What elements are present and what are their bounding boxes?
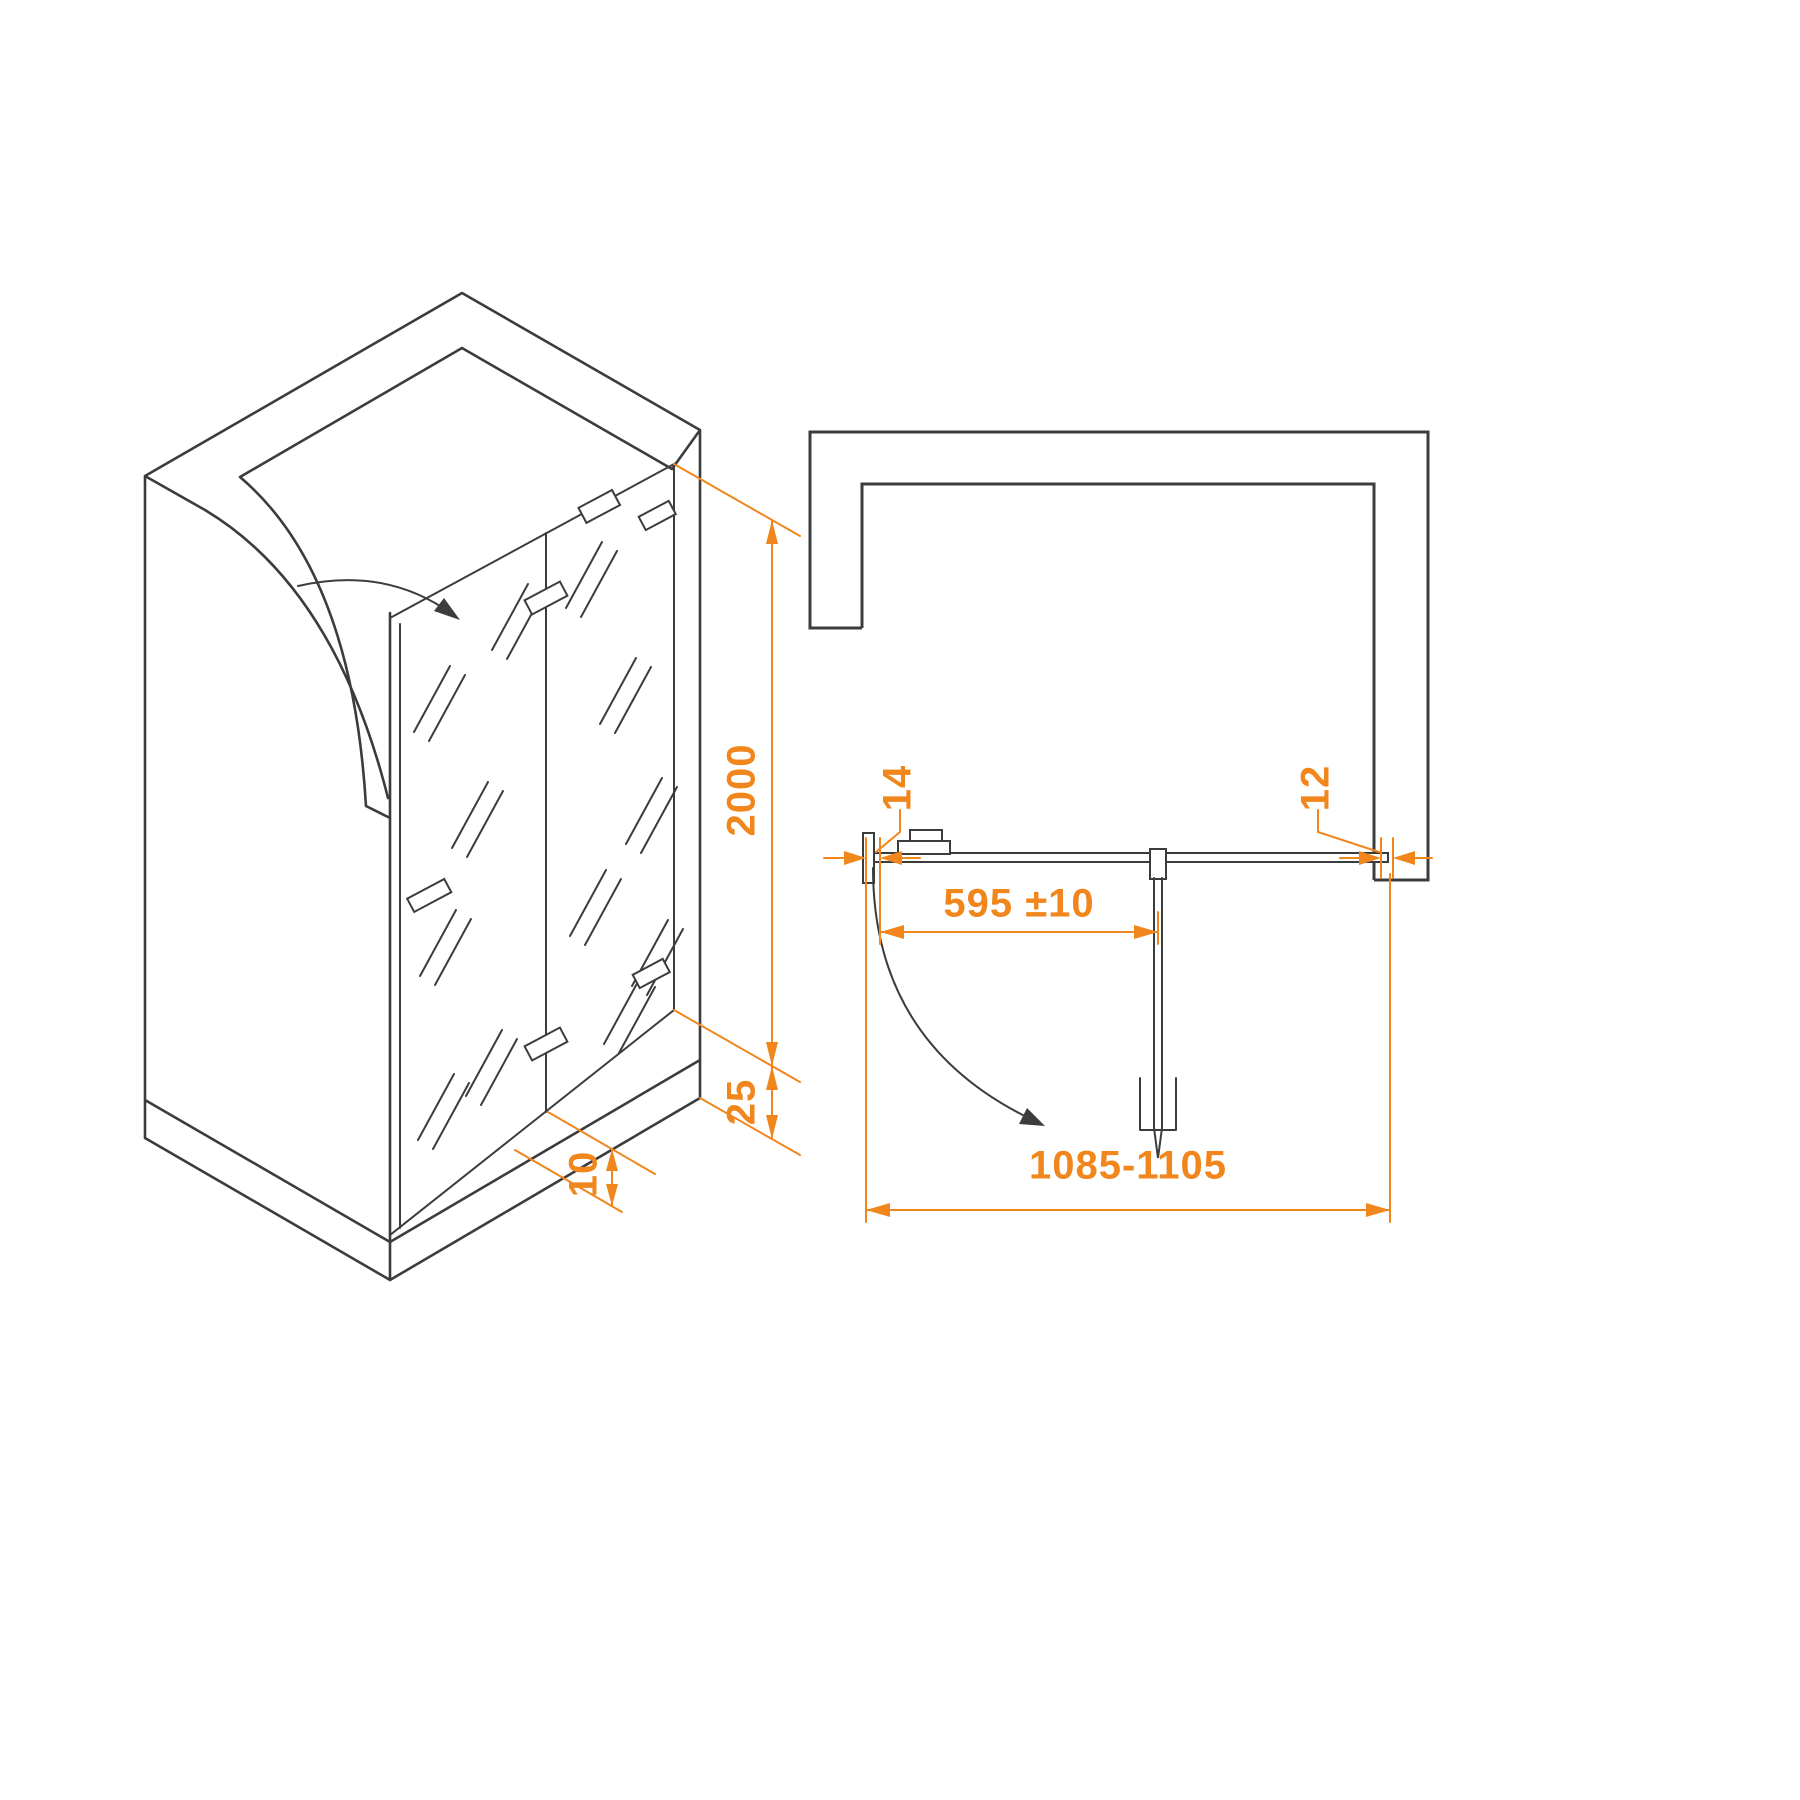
door-swing-arrow — [297, 579, 453, 615]
plan-swing-arrowhead-icon — [1019, 1108, 1045, 1126]
plan-hinge-bracket-tab — [909, 829, 943, 842]
wall-bracket-top-icon — [637, 499, 678, 532]
hinge-divider-top-icon — [523, 580, 569, 616]
iso-dimension-lines — [514, 463, 801, 1213]
glass-door-panels — [389, 462, 675, 1238]
dim-label-right-gap: 12 — [1294, 765, 1338, 812]
dim-label-height: 2000 — [720, 744, 764, 837]
dim-label-left-profile: 14 — [876, 765, 920, 812]
plan-swing-arc — [872, 867, 1038, 1123]
plan-view — [808, 430, 1430, 1159]
plan-open-door — [1153, 877, 1163, 1159]
dim-label-bottom-gap: 10 — [562, 1151, 606, 1198]
dim-label-tray-height: 25 — [720, 1079, 764, 1126]
plan-door-handle-icon — [1139, 1077, 1177, 1131]
plan-hinge-bracket — [897, 840, 951, 855]
wall-bracket-bottom-icon — [631, 957, 672, 990]
isometric-view — [143, 291, 702, 1282]
top-clamp-icon — [577, 488, 622, 525]
dimensions: 2000 25 10 14 12 595 ±10 1085-1105 — [514, 463, 1433, 1223]
dim-label-overall-width: 1085-1105 — [1029, 1144, 1227, 1188]
door-swing-arrowhead-icon — [434, 598, 460, 620]
plan-pivot — [1149, 848, 1167, 880]
door-handle-icon — [405, 877, 453, 914]
dim-label-door-width: 595 ±10 — [943, 882, 1094, 926]
hinge-divider-bottom-icon — [523, 1026, 569, 1062]
plan-walls — [808, 430, 1430, 882]
glass-hatching — [413, 541, 684, 1150]
